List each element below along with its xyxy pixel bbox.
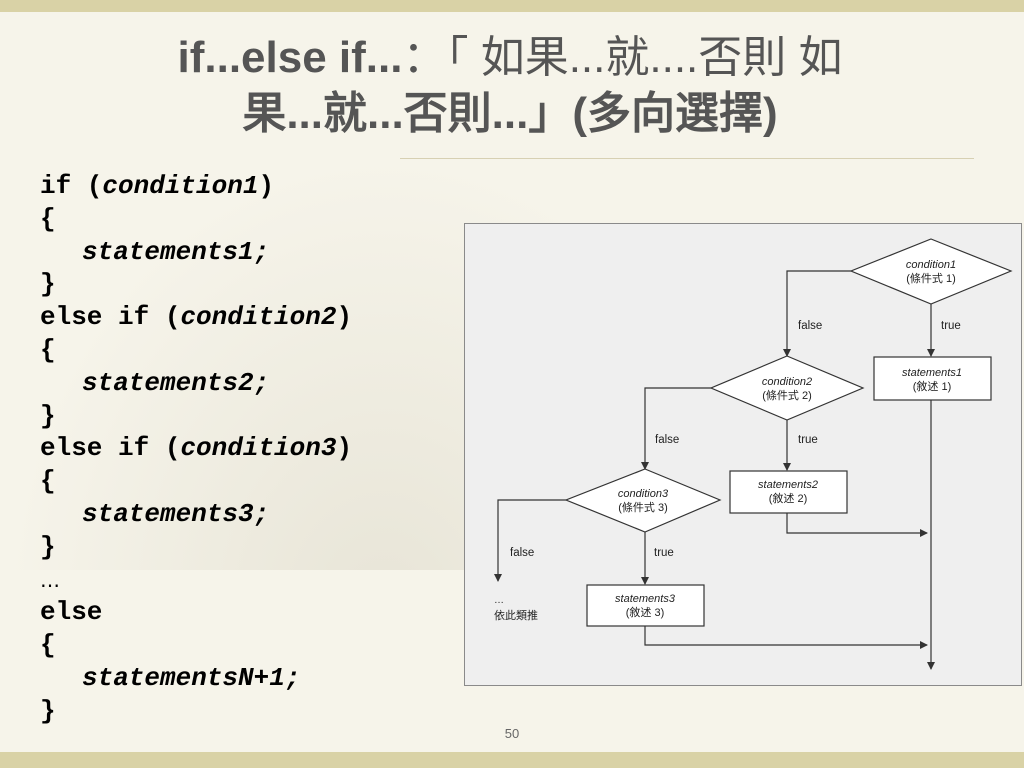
code-line: statementsN+1;	[40, 662, 460, 695]
bottom-decorative-band	[0, 752, 1024, 768]
etc-label: 依此類推	[494, 608, 538, 622]
statements1-sublabel: (敘述 1)	[913, 379, 952, 393]
code-punct: )	[258, 171, 275, 201]
title-line-1: if...else if...：「 如果...就....否則 如	[60, 30, 960, 86]
edge-c3-false	[494, 499, 566, 582]
edge-c2-false	[641, 387, 711, 470]
code-keyword: else if (	[40, 433, 181, 464]
title-line-1-cjk: ：「 如果...就....否則 如	[402, 33, 843, 82]
code-punct: )	[336, 433, 353, 464]
code-variable: condition3	[180, 433, 337, 464]
condition1-sublabel: (條件式 1)	[906, 271, 956, 285]
code-line: {	[40, 203, 56, 234]
edge-s3-merge	[644, 626, 928, 649]
title-line-1-latin: if...else if...	[177, 33, 403, 82]
etc-ellipsis: …	[494, 595, 504, 606]
title-divider	[400, 158, 974, 159]
code-line: {	[40, 630, 56, 661]
condition3-label: condition3	[618, 488, 669, 500]
code-variable: condition2	[180, 302, 337, 333]
edge-label-false-1: false	[798, 320, 822, 332]
statements1-label: statements1	[902, 367, 962, 379]
condition2-diamond	[709, 355, 865, 421]
code-line: {	[40, 466, 56, 497]
statements3-box	[586, 584, 705, 627]
code-keyword: else if (	[40, 302, 181, 333]
code-punct: )	[336, 302, 353, 333]
code-statement: statementsN+1;	[82, 662, 301, 693]
slide-title: if...else if...：「 如果...就....否則 如 果...就..…	[60, 30, 960, 142]
flowchart-figure: condition1 (條件式 1) condition2 (條件式 2) co…	[464, 223, 1022, 686]
code-line: }	[40, 695, 56, 726]
code-line: statements1;	[40, 236, 460, 269]
flowchart-svg: condition1 (條件式 1) condition2 (條件式 2) co…	[494, 238, 1013, 670]
code-line: else if (condition2)	[40, 301, 460, 334]
code-line: …	[40, 567, 60, 592]
code-line: }	[40, 531, 56, 562]
condition1-label: condition1	[906, 259, 956, 271]
code-line: }	[40, 269, 56, 300]
edge-c1-false	[783, 270, 851, 357]
condition2-sublabel: (條件式 2)	[762, 388, 812, 402]
code-line: else	[40, 597, 103, 628]
condition3-sublabel: (條件式 3)	[618, 500, 668, 514]
code-line: }	[40, 400, 56, 431]
code-variable: condition1	[102, 171, 259, 201]
code-line: statements3;	[40, 498, 460, 531]
code-line: if (condition1)	[40, 170, 460, 203]
code-statement: statements2;	[82, 367, 270, 398]
code-block: if (condition1) { statements1; } else if…	[40, 170, 460, 728]
edge-label-false-3: false	[510, 547, 534, 559]
page-number: 50	[504, 726, 520, 741]
statements2-label: statements2	[758, 479, 818, 491]
statements2-sublabel: (敘述 2)	[769, 491, 808, 505]
code-statement: statements3;	[82, 498, 270, 529]
code-keyword: if (	[40, 171, 103, 201]
statements2-box	[729, 470, 848, 514]
edge-label-true-3: true	[654, 547, 674, 559]
condition2-label: condition2	[762, 376, 812, 388]
condition3-diamond	[564, 468, 722, 533]
code-line: else if (condition3)	[40, 432, 460, 465]
edge-label-true-1: true	[941, 320, 961, 332]
code-statement: statements1;	[82, 236, 270, 267]
statements1-box	[873, 356, 992, 401]
edge-label-false-2: false	[655, 434, 679, 446]
statements3-sublabel: (敘述 3)	[626, 605, 665, 619]
code-line: statements2;	[40, 367, 460, 400]
edge-s2-merge	[786, 513, 928, 537]
title-line-2: 果...就...否則...」(多向選擇)	[242, 89, 778, 138]
statements3-label: statements3	[615, 593, 676, 605]
edge-label-true-2: true	[798, 434, 818, 446]
condition1-diamond	[849, 238, 1013, 305]
code-line: {	[40, 334, 56, 365]
top-decorative-band	[0, 0, 1024, 12]
